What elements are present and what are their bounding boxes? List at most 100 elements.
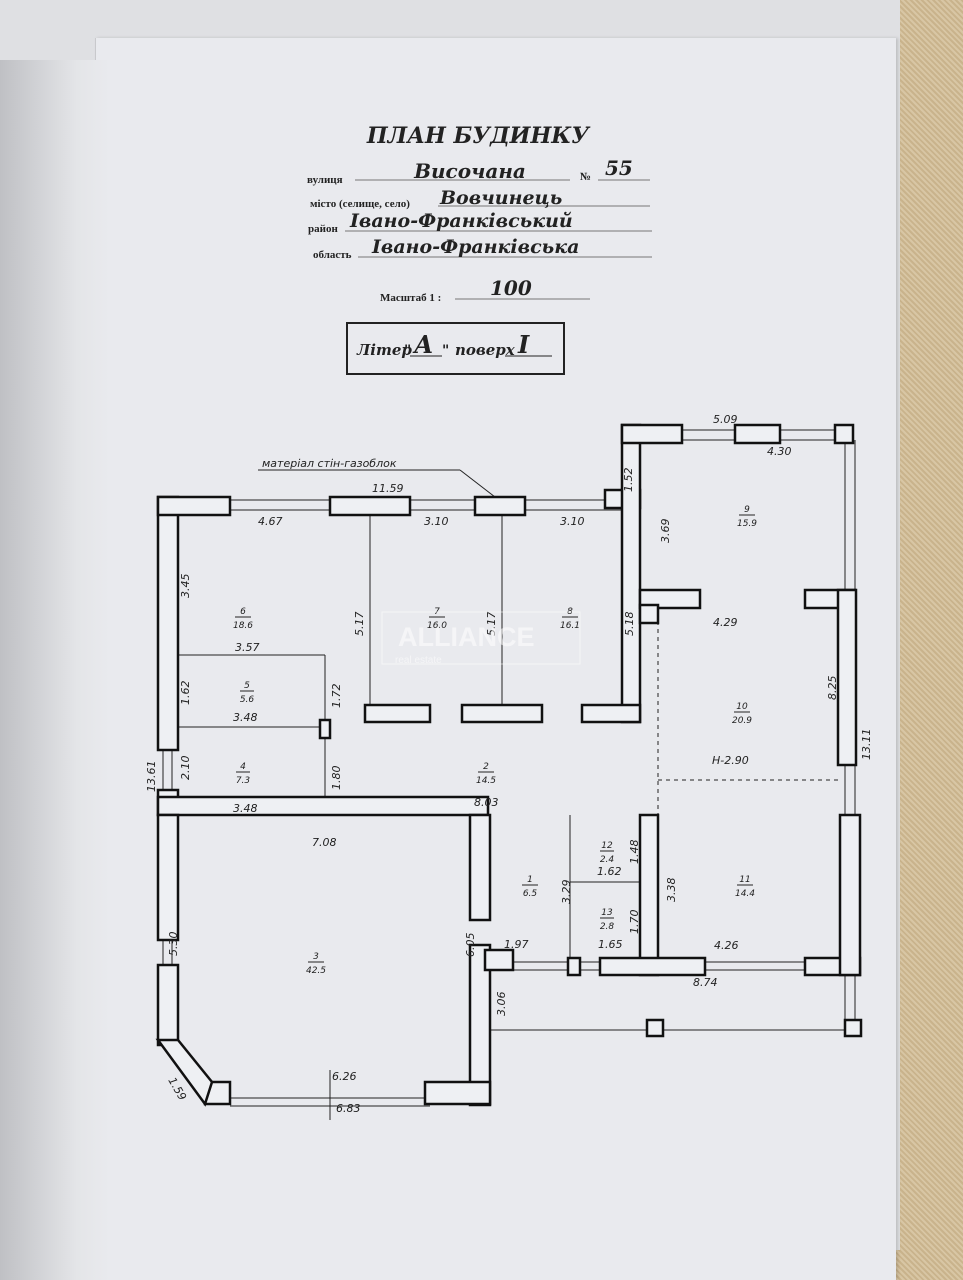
city-value: Вовчинець (439, 187, 562, 209)
svg-text:42.5: 42.5 (306, 966, 326, 976)
room-12: 122.4 (600, 841, 615, 865)
svg-text:5: 5 (244, 681, 250, 691)
svg-text:20.9: 20.9 (732, 716, 752, 726)
region-label: область (313, 249, 352, 261)
svg-text:3.45: 3.45 (179, 574, 192, 599)
svg-text:1.62: 1.62 (597, 865, 622, 878)
svg-text:7.3: 7.3 (236, 776, 251, 786)
room-4: 47.3 (236, 762, 251, 786)
svg-text:4.29: 4.29 (713, 616, 738, 629)
svg-text:11: 11 (739, 875, 750, 885)
ceiling-height: H-2.90 (712, 754, 749, 767)
svg-text:4.67: 4.67 (258, 515, 283, 528)
svg-text:3.38: 3.38 (665, 878, 678, 903)
room-9: 915.9 (737, 505, 757, 529)
svg-text:1.52: 1.52 (622, 468, 635, 493)
svg-text:18.6: 18.6 (233, 621, 253, 631)
floor-label: поверх (455, 341, 516, 359)
room-3: 342.5 (306, 952, 326, 976)
svg-text:ALLIANCE: ALLIANCE (398, 622, 535, 652)
svg-text:1.97: 1.97 (504, 938, 529, 951)
svg-text:2.8: 2.8 (600, 922, 615, 932)
svg-text:5.30: 5.30 (167, 932, 180, 957)
svg-text:6.5: 6.5 (523, 889, 538, 899)
page-binding-shadow (0, 60, 110, 1280)
room-10: 10 20.9 (732, 702, 752, 726)
svg-text:": " (442, 343, 449, 359)
svg-text:8.25: 8.25 (826, 676, 839, 701)
svg-text:2: 2 (483, 762, 489, 772)
svg-text:": " (404, 343, 411, 359)
alliance-watermark: ALLIANCE real estate (381, 611, 581, 666)
svg-text:13.61: 13.61 (145, 761, 158, 793)
district-label: район (308, 223, 338, 235)
svg-text:5.17: 5.17 (353, 612, 366, 637)
svg-text:3.48: 3.48 (233, 802, 258, 815)
svg-text:16.0: 16.0 (427, 621, 447, 631)
street-label: вулиця (307, 174, 343, 186)
room-5: 55.6 (240, 681, 255, 705)
svg-text:6.83: 6.83 (336, 1102, 361, 1115)
svg-text:2.10: 2.10 (179, 756, 192, 781)
svg-text:real estate: real estate (395, 655, 442, 666)
liter-label: Літер (356, 341, 412, 359)
region-value: Івано-Франківська (371, 236, 579, 258)
svg-text:2.4: 2.4 (600, 855, 615, 865)
room-13: 132.8 (600, 908, 615, 932)
svg-text:14.5: 14.5 (476, 776, 496, 786)
room-6: 618.6 (233, 607, 253, 631)
svg-text:8.74: 8.74 (693, 976, 718, 989)
svg-text:1.72: 1.72 (330, 684, 343, 709)
svg-text:1: 1 (527, 875, 533, 885)
room-2: 214.5 (476, 762, 496, 786)
room-11: 11 14.4 (735, 875, 755, 899)
district-value: Івано-Франківський (349, 210, 573, 232)
svg-text:12: 12 (601, 841, 613, 851)
svg-text:7.08: 7.08 (312, 836, 337, 849)
svg-text:13: 13 (601, 908, 613, 918)
svg-text:3.06: 3.06 (495, 992, 508, 1017)
page-title: ПЛАН БУДИНКУ (366, 123, 591, 149)
svg-text:11.59: 11.59 (372, 482, 404, 495)
svg-text:4.30: 4.30 (767, 445, 792, 458)
scale-value: 100 (490, 276, 532, 300)
room-1: 16.5 (522, 875, 538, 899)
scale-label: Масштаб 1 : (380, 292, 441, 304)
wall-material-note: матеріал стін-газоблок (262, 457, 397, 470)
svg-text:16.1: 16.1 (560, 621, 580, 631)
liter-value: А (412, 330, 434, 359)
floor-plan: матеріал стін-газоблок (155, 423, 863, 1120)
svg-text:3.29: 3.29 (560, 880, 573, 905)
document-page (95, 38, 896, 1280)
svg-text:10: 10 (736, 702, 748, 712)
svg-text:13.11: 13.11 (860, 729, 873, 761)
city-label: місто (селище, село) (310, 198, 410, 210)
svg-text:5.09: 5.09 (713, 413, 738, 426)
svg-text:1.65: 1.65 (598, 938, 623, 951)
svg-text:3.10: 3.10 (560, 515, 585, 528)
svg-text:3.69: 3.69 (659, 519, 672, 544)
svg-text:6.05: 6.05 (464, 933, 477, 958)
svg-text:5.18: 5.18 (623, 612, 636, 637)
street-value: Височана (413, 159, 526, 183)
svg-text:1.80: 1.80 (330, 766, 343, 791)
svg-text:14.4: 14.4 (735, 889, 755, 899)
svg-text:1.48: 1.48 (628, 840, 641, 865)
number-label: № (580, 171, 591, 183)
room-8: 816.1 (560, 607, 580, 631)
svg-text:8.03: 8.03 (474, 796, 499, 809)
room-labels: 16.5 214.5 342.5 47.3 55.6 618.6 716.0 8… (233, 505, 757, 976)
svg-text:4.26: 4.26 (714, 939, 739, 952)
svg-text:4: 4 (240, 762, 246, 772)
svg-text:3: 3 (313, 952, 319, 962)
svg-text:1.70: 1.70 (628, 910, 641, 935)
svg-text:6: 6 (240, 607, 246, 617)
svg-text:15.9: 15.9 (737, 519, 757, 529)
svg-text:3.10: 3.10 (424, 515, 449, 528)
number-value: 55 (605, 156, 633, 180)
svg-text:3.57: 3.57 (235, 641, 260, 654)
floor-value: I (517, 330, 530, 359)
svg-text:9: 9 (744, 505, 750, 515)
liter-box (346, 322, 565, 375)
